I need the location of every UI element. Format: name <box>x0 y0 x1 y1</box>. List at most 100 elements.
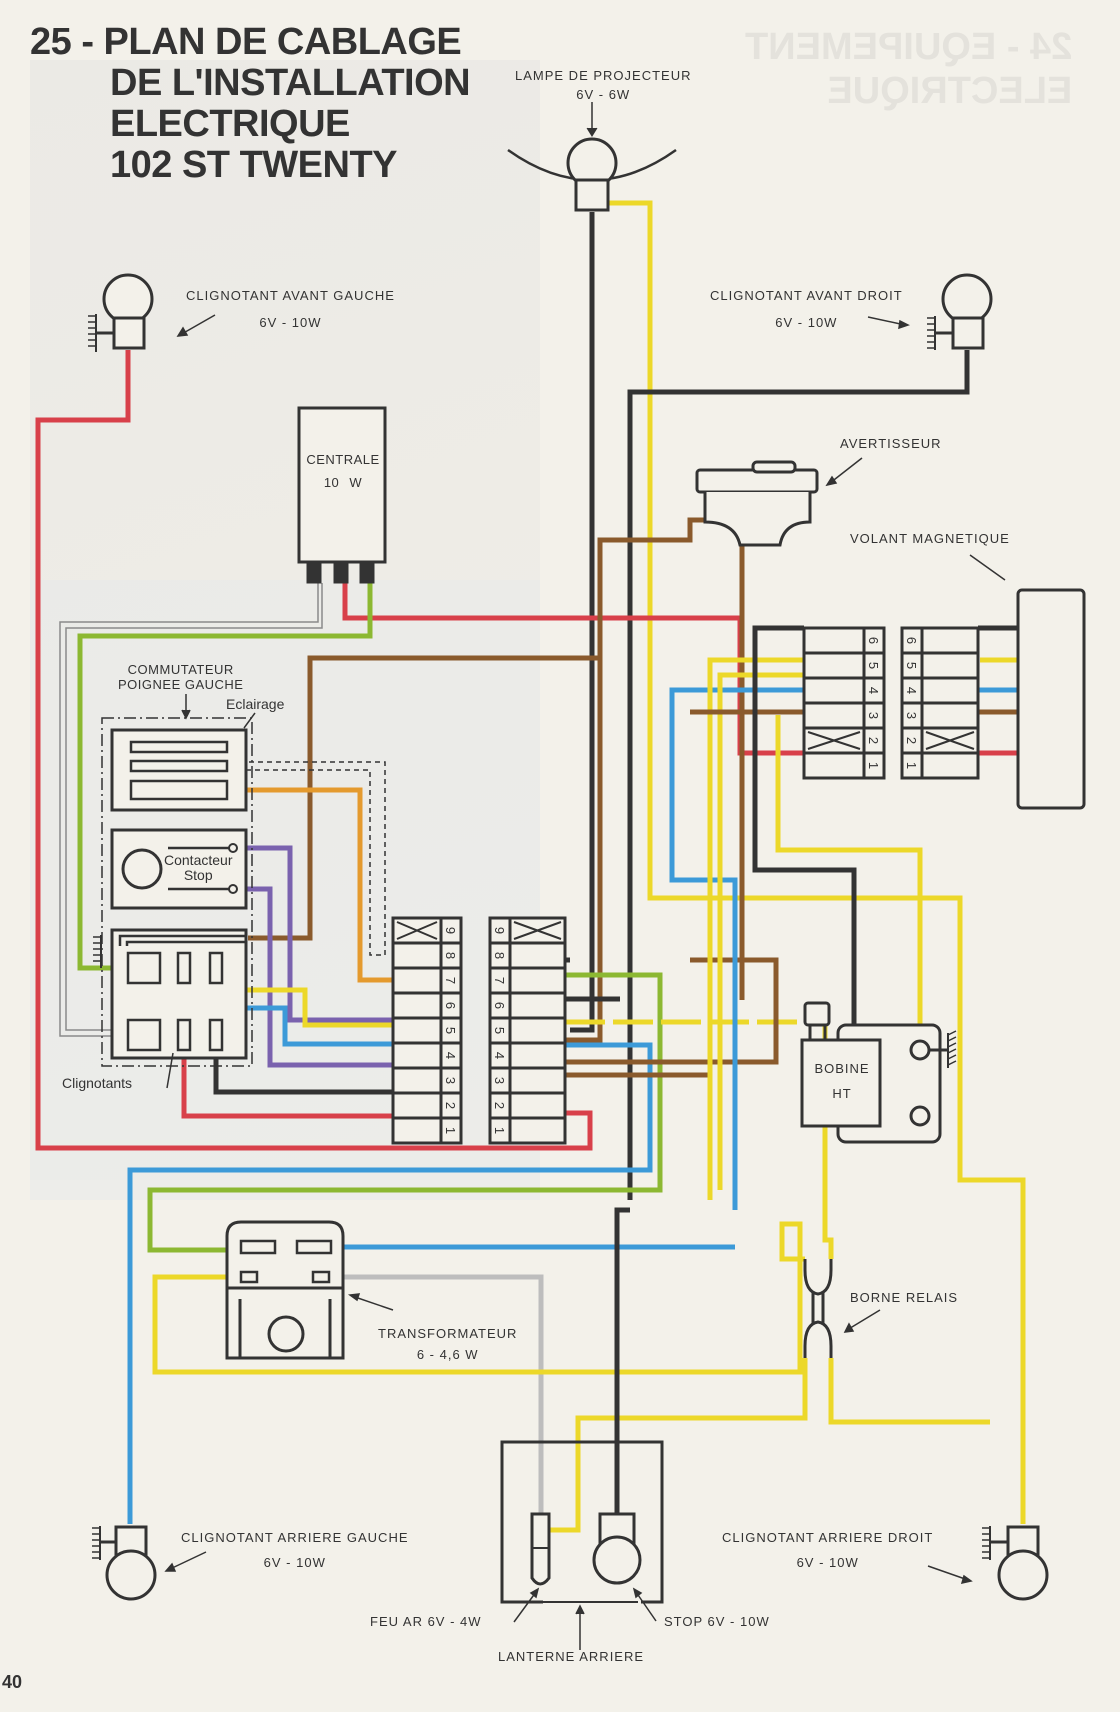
left-switch-name-1: COMMUTATEUR <box>127 662 234 677</box>
wire-grey-transformer <box>329 1274 544 1514</box>
stop-switch-label: Contacteur Stop <box>164 853 232 883</box>
wire-yellow-switch <box>216 987 392 1028</box>
connector-pin-number: 4 <box>904 687 919 694</box>
wire-black-front-right <box>627 350 970 1200</box>
wire-yellow-magneto-2 <box>707 657 804 1200</box>
wire-black-headlamp <box>570 212 595 1033</box>
wire-white-centrale <box>59 583 319 1037</box>
transformer-rating: 6 - 4,6 W <box>416 1347 479 1362</box>
headlamp-rating: 6V - 6W <box>576 87 631 102</box>
wire-red-centrale <box>342 583 804 756</box>
flasher-unit-name: CENTRALE <box>306 452 380 467</box>
flasher-unit-rating: 10 W <box>323 475 363 490</box>
wire-red-switch <box>181 1053 392 1119</box>
wire-green-centrale <box>77 583 373 971</box>
flasher-unit-label: CENTRALE 10 W <box>305 452 381 490</box>
connector-pin-number: 1 <box>492 1127 507 1134</box>
connector-pin-number: 2 <box>866 737 881 744</box>
title-line-1: 25 - PLAN DE CABLAGE <box>30 21 462 63</box>
left-switch-icon <box>93 717 386 1067</box>
connector-pin-number: 2 <box>443 1102 458 1109</box>
connector-pin-number: 7 <box>492 977 507 984</box>
rear-light-label: LANTERNE ARRIERE <box>498 1649 645 1664</box>
stop-switch-label-2: Stop <box>183 867 213 883</box>
coil-label: BOBINE HT <box>814 1061 870 1101</box>
connector-blocked-pin-icon <box>513 921 562 940</box>
connector-pin-number: 3 <box>904 712 919 719</box>
connector-pin-number: 6 <box>443 1002 458 1009</box>
front-left-indicator-icon <box>88 273 154 352</box>
wire-white-centrale-2 <box>65 583 323 1031</box>
wires <box>35 200 1026 1533</box>
connector-pin-number: 4 <box>866 687 881 694</box>
coil-name-2: HT <box>832 1086 852 1101</box>
rear-light-icon <box>500 1440 664 1604</box>
connector-pin-number: 5 <box>904 662 919 669</box>
connector-pin-number: 3 <box>443 1077 458 1084</box>
connector-pin-number: 5 <box>492 1027 507 1034</box>
wire-violet-1 <box>237 845 392 1023</box>
connector-pin-number: 6 <box>866 637 881 644</box>
transformer-name: TRANSFORMATEUR <box>378 1326 518 1341</box>
front-left-indicator-name: CLIGNOTANT AVANT GAUCHE <box>186 288 395 303</box>
wire-green-c9-7 <box>147 972 663 1253</box>
connector-pin-number: 6 <box>492 1002 507 1009</box>
connector-pin-number: 9 <box>443 927 458 934</box>
front-left-indicator-label: CLIGNOTANT AVANT GAUCHE 6V - 10W <box>186 288 395 330</box>
wire-brown-switch <box>248 655 600 941</box>
left-switch-name-2: POIGNEE GAUCHE <box>118 677 244 692</box>
relay-terminal-label: BORNE RELAIS <box>850 1290 959 1305</box>
rear-left-indicator-icon <box>92 1525 157 1601</box>
connector-pin-number: 6 <box>904 637 919 644</box>
connector-pin-number: 5 <box>443 1027 458 1034</box>
lighting-label: Eclairage <box>226 696 285 712</box>
horn-icon <box>695 460 819 547</box>
connector-pin-number: 2 <box>904 737 919 744</box>
wire-yellow-magneto-3 <box>717 672 804 1190</box>
connector-6-right: 6 5 4 3 2 1 <box>900 626 980 780</box>
wire-yellow-coil <box>775 715 923 1040</box>
tail-lamp-label: FEU AR 6V - 4W <box>370 1614 482 1629</box>
title-line-4: 102 ST TWENTY <box>110 144 398 186</box>
connector-pin-number: 3 <box>492 1077 507 1084</box>
connector-body <box>391 916 463 1145</box>
ignition-coil-icon <box>800 1001 957 1144</box>
headlamp-label: LAMPE DE PROJECTEUR 6V - 6W <box>515 68 691 102</box>
wire-yellow-transformer <box>152 1221 805 1375</box>
connector-pin-number: 2 <box>492 1102 507 1109</box>
wire-blue-magneto <box>669 687 804 1210</box>
rear-right-indicator-name: CLIGNOTANT ARRIERE DROIT <box>722 1530 934 1545</box>
flasher-unit-icon <box>297 406 387 584</box>
stop-switch-label-1: Contacteur <box>164 852 233 868</box>
headlamp-icon <box>507 102 677 212</box>
connector-pin-number: 7 <box>443 977 458 984</box>
rear-right-indicator-rating: 6V - 10W <box>796 1555 859 1570</box>
connector-pin-number: 1 <box>866 762 881 769</box>
rear-left-indicator-label: CLIGNOTANT ARRIERE GAUCHE 6V - 10W <box>181 1530 409 1570</box>
wire-yellow-relay-bottom2 <box>828 1358 990 1425</box>
stop-lamp-label: STOP 6V - 10W <box>664 1614 770 1629</box>
wire-blue-c9-4 <box>127 1042 653 1524</box>
coil-name-1: BOBINE <box>814 1061 870 1076</box>
front-right-indicator-name: CLIGNOTANT AVANT DROIT <box>710 288 903 303</box>
connector-pin-number: 1 <box>904 762 919 769</box>
indicator-switch-label: Clignotants <box>62 1075 133 1091</box>
pointer-arrows <box>164 314 1006 1650</box>
connector-pin-number: 4 <box>492 1052 507 1059</box>
connector-blocked-pin-icon <box>925 731 975 750</box>
front-right-indicator-label: CLIGNOTANT AVANT DROIT 6V - 10W <box>710 288 903 330</box>
page-number: 40 <box>2 1672 23 1692</box>
connector-pin-number: 1 <box>443 1127 458 1134</box>
rear-left-indicator-name: CLIGNOTANT ARRIERE GAUCHE <box>181 1530 409 1545</box>
connector-blocked-pin-icon <box>396 921 438 940</box>
wire-yellow-relay-bottom <box>549 1358 808 1533</box>
title-line-2: DE L'INSTALLATION <box>110 62 471 104</box>
wire-orange <box>228 787 392 983</box>
wire-brown-horn <box>560 517 706 1043</box>
connector-pin-number: 8 <box>443 952 458 959</box>
connector-pin-number: 5 <box>866 662 881 669</box>
magneto-icon <box>1016 588 1086 810</box>
